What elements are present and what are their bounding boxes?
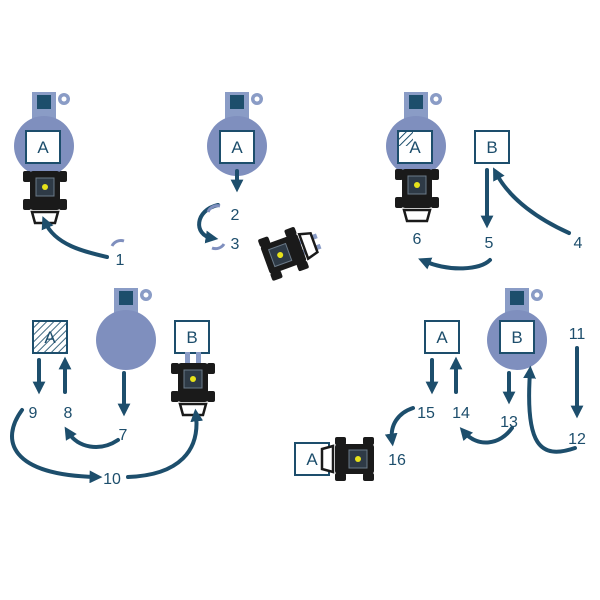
arrow-left bbox=[418, 257, 492, 271]
box-b: B bbox=[474, 130, 510, 164]
step-label: 13 bbox=[500, 414, 518, 431]
svg-text:B: B bbox=[511, 328, 522, 347]
scene-1: A 1 bbox=[14, 92, 125, 269]
step-label: 7 bbox=[119, 427, 128, 444]
arrow-7 bbox=[64, 426, 120, 449]
arrow-10 bbox=[126, 408, 204, 479]
svg-text:A: A bbox=[231, 138, 243, 157]
step-label: 1 bbox=[116, 252, 125, 269]
rotation-icon bbox=[110, 239, 125, 247]
arrow-12 bbox=[523, 365, 577, 454]
turntable bbox=[96, 310, 156, 370]
box-a: A bbox=[397, 130, 433, 164]
arrow-9 bbox=[10, 408, 103, 484]
svg-text:A: A bbox=[37, 138, 49, 157]
box-a: A bbox=[424, 320, 460, 354]
step-label: 11 bbox=[569, 326, 586, 343]
robot-with-forks bbox=[256, 220, 323, 283]
box-b: B bbox=[499, 320, 535, 354]
box-a: A bbox=[219, 130, 255, 164]
arrow-15 bbox=[384, 406, 415, 447]
arrow-13 bbox=[459, 426, 514, 445]
step-label: 15 bbox=[417, 405, 435, 422]
step-label: 9 bbox=[29, 405, 38, 422]
scene-3: A B 4 5 6 bbox=[386, 92, 583, 271]
arrow-1 bbox=[41, 216, 109, 259]
box-a: A bbox=[25, 130, 61, 164]
rotation-icon bbox=[211, 243, 226, 251]
robot bbox=[393, 167, 441, 223]
column-top bbox=[32, 92, 70, 120]
scene-4: A B 9 8 7 10 bbox=[10, 288, 215, 488]
robot-with-forks bbox=[171, 352, 215, 415]
column-top bbox=[225, 92, 263, 120]
robot bbox=[21, 169, 69, 225]
step-label: 14 bbox=[452, 405, 470, 422]
step-label: 3 bbox=[231, 236, 240, 253]
step-label: 5 bbox=[485, 235, 494, 252]
step-label: 2 bbox=[231, 207, 240, 224]
svg-text:B: B bbox=[186, 328, 197, 347]
scene-2: A 2 3 bbox=[197, 92, 323, 283]
column-top bbox=[404, 92, 442, 120]
box-b: B bbox=[174, 320, 210, 354]
step-label: 6 bbox=[413, 231, 422, 248]
step-label: 16 bbox=[388, 452, 406, 469]
step-label: 8 bbox=[64, 405, 73, 422]
step-label: 12 bbox=[568, 431, 586, 448]
svg-text:A: A bbox=[409, 138, 421, 157]
svg-text:A: A bbox=[436, 328, 448, 347]
box-a: A bbox=[32, 320, 68, 354]
step-label: 10 bbox=[103, 471, 121, 488]
svg-text:A: A bbox=[306, 450, 318, 469]
svg-text:B: B bbox=[486, 138, 497, 157]
step-label: 4 bbox=[574, 235, 583, 252]
svg-text:A: A bbox=[44, 328, 56, 347]
rotation-icon bbox=[206, 204, 221, 213]
arrow-up bbox=[493, 167, 571, 235]
scene-5: A B 11 12 13 14 15 A 16 bbox=[294, 288, 586, 483]
